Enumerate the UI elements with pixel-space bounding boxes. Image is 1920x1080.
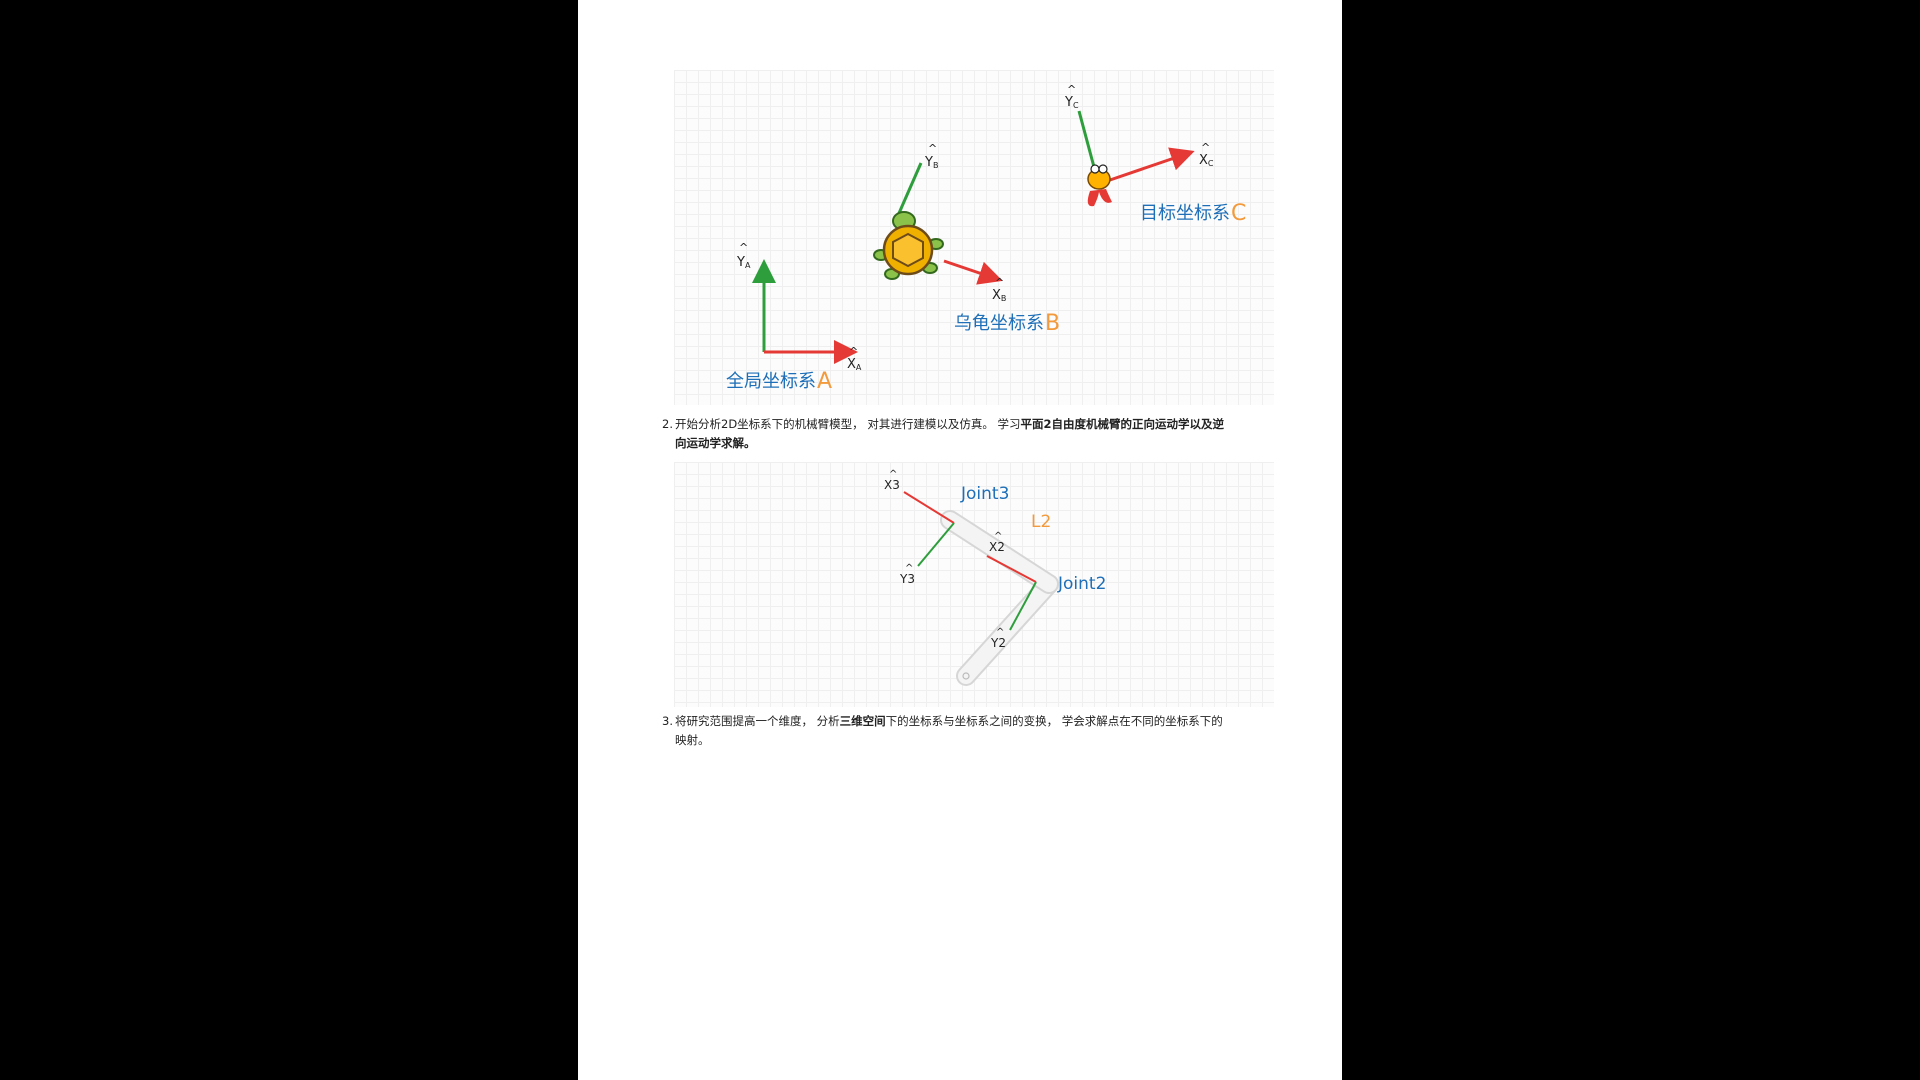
document-page: YA ^ XA ^ 全局坐标系 A <box>578 0 1342 1080</box>
frame-a-letter: A <box>817 369 832 394</box>
link-l2-label: L2 <box>1031 512 1051 532</box>
x3-axis <box>903 491 955 524</box>
frame-b-name: 乌龟坐标系 <box>954 313 1044 334</box>
item-text: 映射。 <box>675 733 710 747</box>
item-text: 将研究范围提高一个维度， 分析 <box>675 714 840 728</box>
coordinate-frames-svg: YA ^ XA ^ 全局坐标系 A <box>726 83 1246 394</box>
frame-b-letter: B <box>1045 311 1060 336</box>
x2-axis <box>986 555 1037 583</box>
item-text: 下的坐标系与坐标系之间的变换， 学会求解点在不同的坐标系下的 <box>885 714 1223 728</box>
hat-mark: ^ <box>739 241 748 254</box>
arm-links <box>940 510 1059 686</box>
y3-axis <box>917 522 955 567</box>
frame-a-x-label: XA <box>847 357 862 372</box>
hat-mark: ^ <box>994 531 1002 542</box>
list-item-text: 开始分析2D坐标系下的机械臂模型， 对其进行建模以及仿真。 学习平面2自由度机械… <box>675 415 1267 453</box>
frame-c: YC ^ XC ^ 目标坐标系 C <box>1064 83 1246 226</box>
frame-b: YB ^ XB ^ 乌龟坐标系 B <box>873 142 1060 336</box>
item-bold-text: 向运动学求解。 <box>675 436 756 450</box>
hat-mark: ^ <box>1067 83 1076 96</box>
joint3-frame <box>903 491 955 567</box>
hat-mark: ^ <box>905 563 913 574</box>
frame-b-x-axis <box>943 259 1003 285</box>
frame-a-name: 全局坐标系 <box>726 371 816 392</box>
item-bold-text: 平面2自由度机械臂的正向运动学以及逆 <box>1020 417 1224 431</box>
x3-label: X3 <box>884 478 900 492</box>
frame-c-y-label: YC <box>1064 95 1079 110</box>
joint3-label: Joint3 <box>960 484 1009 504</box>
hat-mark: ^ <box>849 345 858 358</box>
frame-b-y-axis <box>894 162 923 221</box>
robot-arm-figure: X3 ^ Y3 ^ X2 ^ Y2 ^ Joint3 Joint2 L2 <box>674 462 1274 707</box>
frame-a: YA ^ XA ^ 全局坐标系 A <box>726 241 862 394</box>
turtle-icon <box>873 211 944 280</box>
list-number: 2. <box>662 417 673 431</box>
joint2-frame <box>986 555 1037 631</box>
list-item-text: 将研究范围提高一个维度， 分析三维空间下的坐标系与坐标系之间的变换， 学会求解点… <box>675 712 1267 750</box>
joint2-label: Joint2 <box>1057 574 1106 594</box>
frame-b-y-label: YB <box>924 155 938 170</box>
y3-label: Y3 <box>899 572 915 586</box>
y2-label: Y2 <box>990 636 1006 650</box>
x2-label: X2 <box>989 540 1005 554</box>
item-bold-text: 三维空间 <box>839 714 886 728</box>
hat-mark: ^ <box>928 142 937 155</box>
frame-c-x-label: XC <box>1199 153 1214 168</box>
frame-b-x-label: XB <box>992 288 1006 303</box>
hat-mark: ^ <box>995 276 1004 289</box>
frame-a-y-label: YA <box>736 255 751 270</box>
frame-c-x-axis <box>1109 147 1195 182</box>
hat-mark: ^ <box>1201 141 1210 154</box>
coordinate-frames-figure: YA ^ XA ^ 全局坐标系 A <box>674 70 1274 405</box>
frame-c-letter: C <box>1231 201 1246 226</box>
hat-mark: ^ <box>889 469 897 480</box>
y2-axis <box>1009 581 1037 631</box>
hat-mark: ^ <box>996 627 1004 638</box>
frame-c-name: 目标坐标系 <box>1140 203 1230 224</box>
item-text: 开始分析2D坐标系下的机械臂模型， 对其进行建模以及仿真。 学习 <box>675 417 1021 431</box>
goldfish-icon <box>1087 164 1112 207</box>
list-number: 3. <box>662 714 673 728</box>
robot-arm-svg: X3 ^ Y3 ^ X2 ^ Y2 ^ Joint3 Joint2 L2 <box>884 469 1106 686</box>
